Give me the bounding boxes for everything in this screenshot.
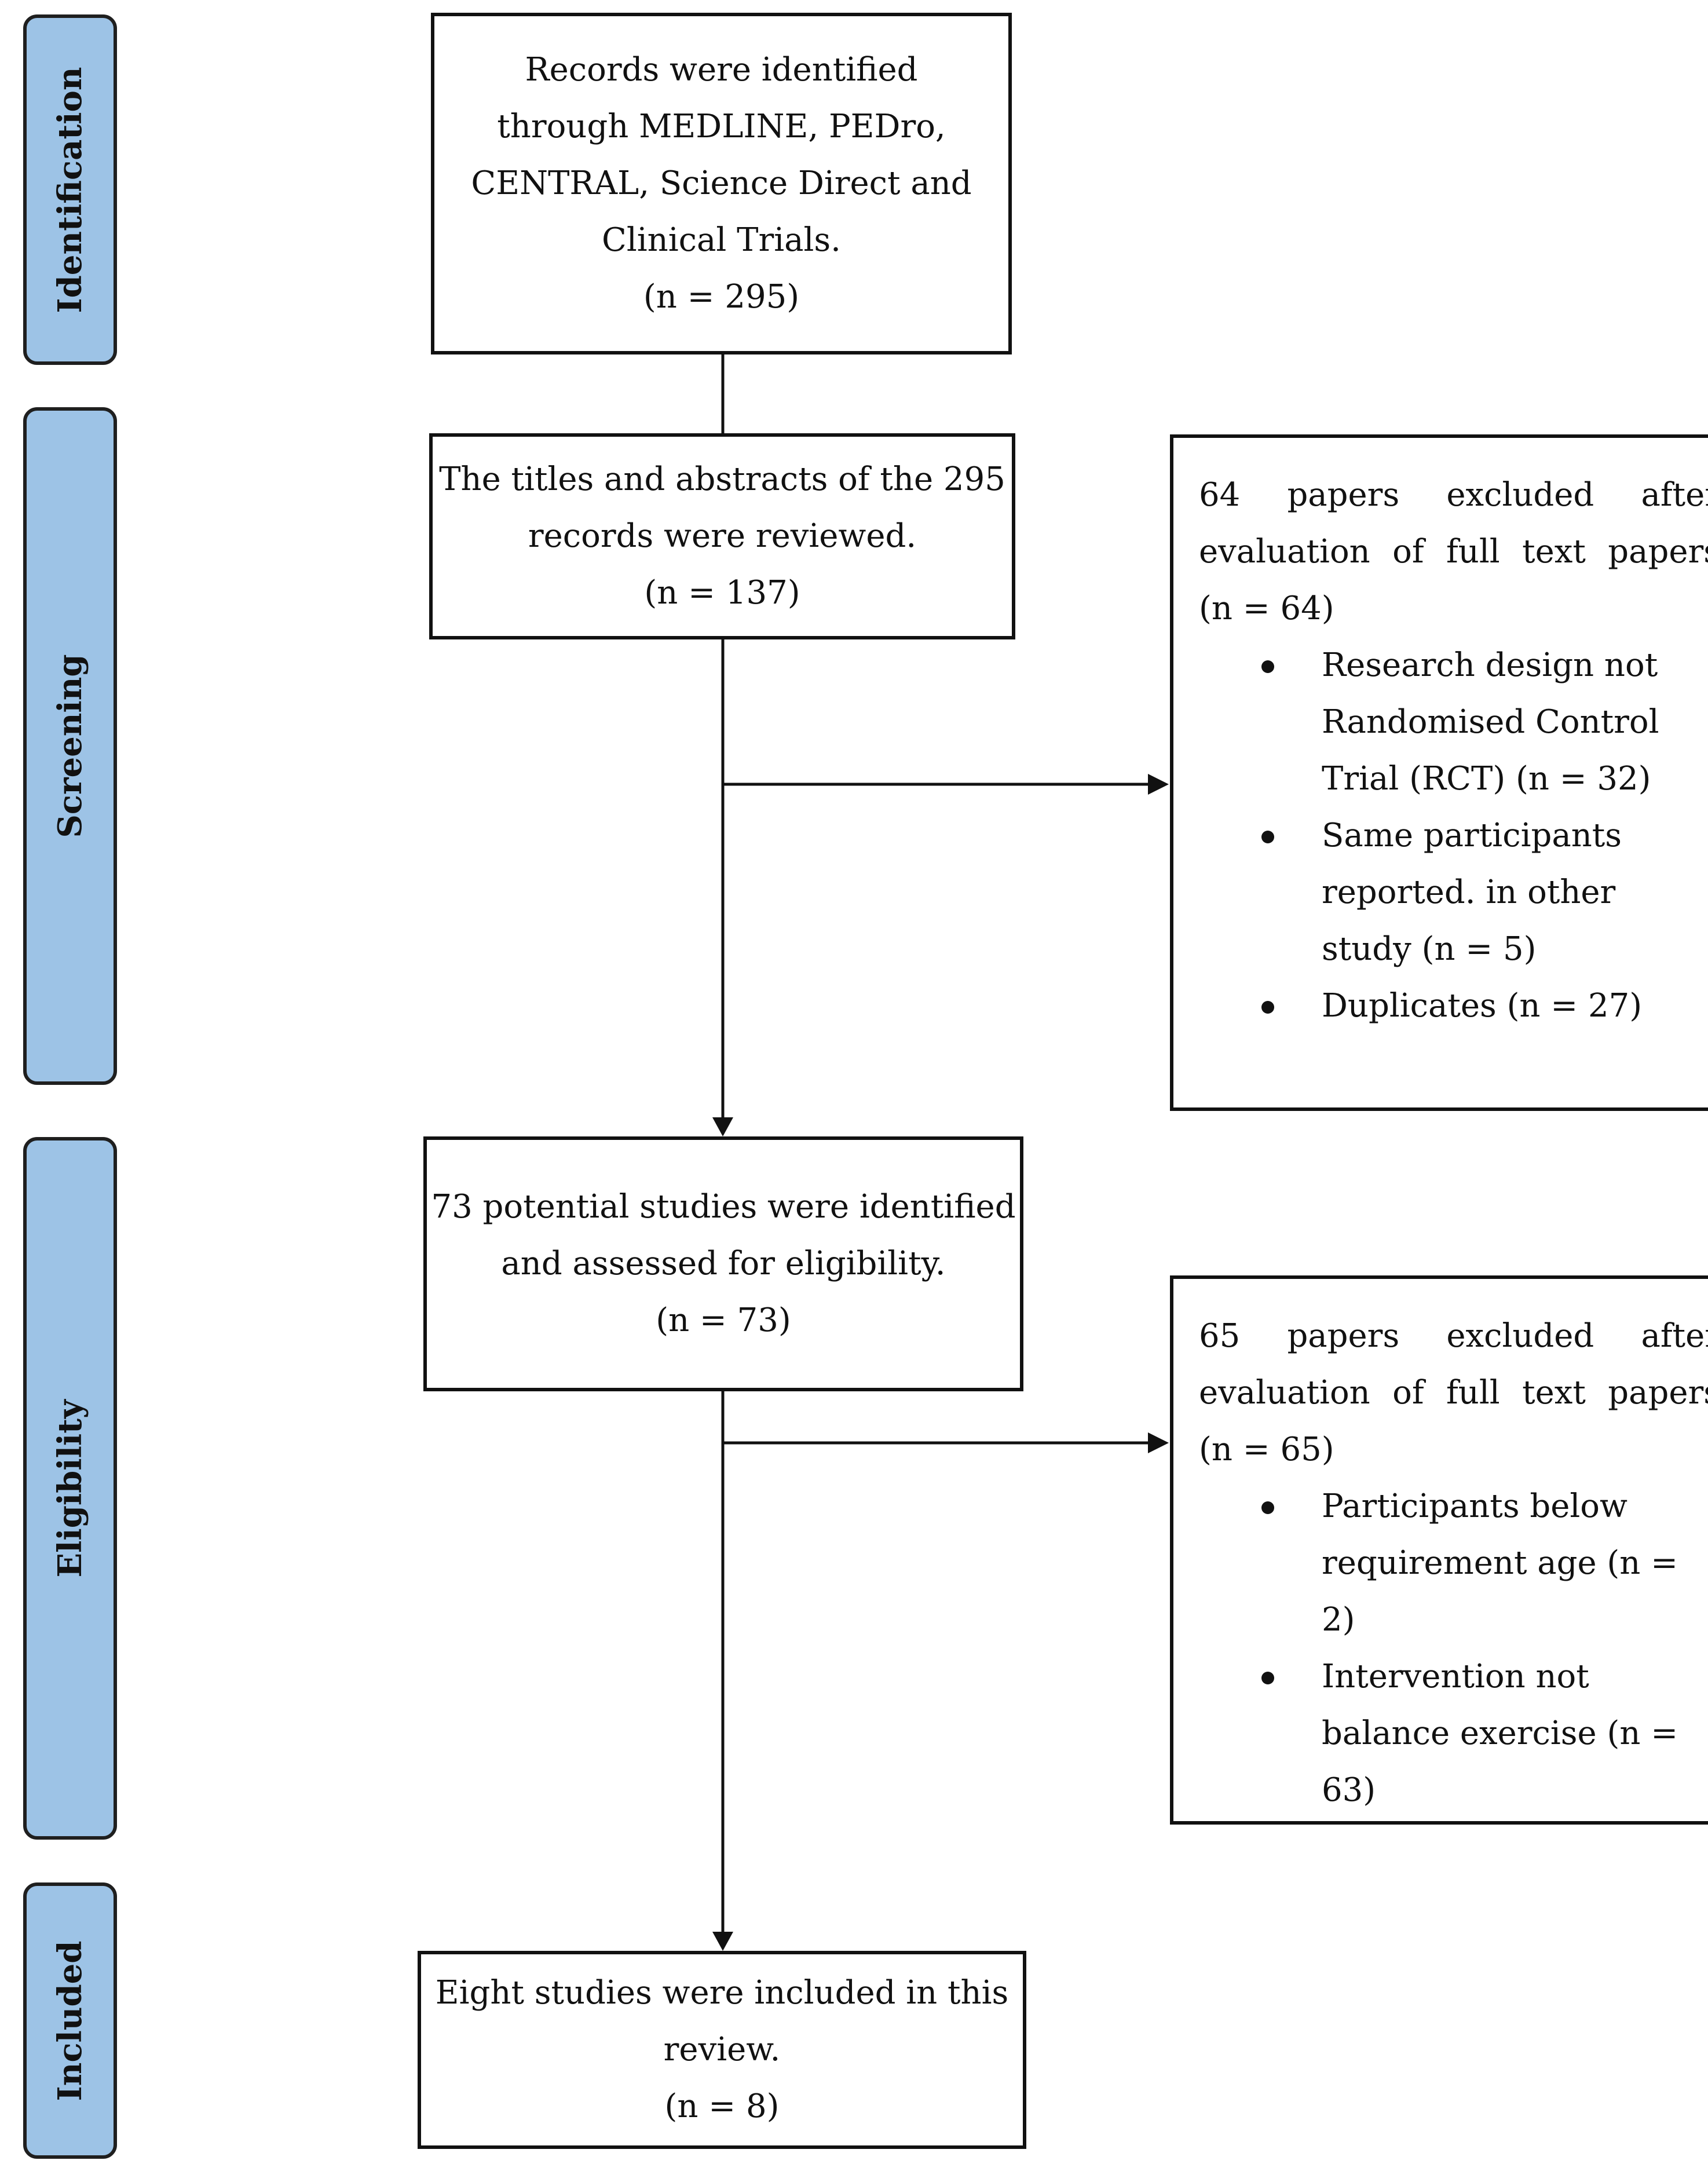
phase-screening: Screening <box>23 407 117 1085</box>
eligibility-count: (n = 73) <box>656 1302 791 1339</box>
identification-box: Records were identified through MEDLINE,… <box>431 13 1012 354</box>
reason-line: study (n = 5) <box>1322 930 1537 968</box>
included-box: Eight studies were included in this revi… <box>418 1951 1026 2149</box>
screening-exclusion-count: (n = 64) <box>1199 590 1334 627</box>
exclusion-reason: Research design not Randomised Control T… <box>1199 637 1708 807</box>
identification-line-4: Clinical Trials. <box>602 221 841 259</box>
phase-included: Included <box>23 1882 117 2159</box>
included-line-1: Eight studies were included in this <box>435 1974 1009 2012</box>
reason-line: Randomised Control <box>1322 703 1659 741</box>
screening-exclusion-reasons: Research design not Randomised Control T… <box>1199 637 1708 1035</box>
exclusion-reason: Same participants reported. in other stu… <box>1199 807 1708 978</box>
screening-line-1: The titles and abstracts of the 295 <box>439 460 1005 498</box>
screening-count: (n = 137) <box>644 574 800 612</box>
reason-line: 63) <box>1322 1771 1376 1809</box>
arrowhead-screening-exclusion <box>1148 774 1169 795</box>
arrowhead-screening-to-eligibility <box>712 1117 733 1136</box>
screening-exclusion-head-1: 64 papers excluded after <box>1199 476 1708 514</box>
bullet-icon <box>1261 660 1274 673</box>
reason-line: Participants below <box>1322 1487 1627 1525</box>
arrowhead-eligibility-exclusion <box>1148 1432 1169 1453</box>
bullet-icon <box>1261 1501 1274 1514</box>
identification-count: (n = 295) <box>643 278 800 316</box>
eligibility-line-2: and assessed for eligibility. <box>501 1245 946 1282</box>
eligibility-exclusion-box: 65 papers excluded after evaluation of f… <box>1170 1275 1708 1825</box>
reason-line: Duplicates (n = 27) <box>1322 987 1643 1025</box>
exclusion-reason: Participants below requirement age (n = … <box>1199 1478 1708 1648</box>
reason-line: Intervention not <box>1322 1658 1589 1695</box>
screening-box: The titles and abstracts of the 295 reco… <box>429 433 1015 639</box>
eligibility-exclusion-head-2: evaluation of full text papers <box>1199 1374 1708 1412</box>
screening-exclusion-header: 64 papers excluded after evaluation of f… <box>1199 467 1708 637</box>
screening-line-2: records were reviewed. <box>528 517 917 555</box>
eligibility-exclusion-head-1: 65 papers excluded after <box>1199 1317 1708 1355</box>
arrowhead-eligibility-to-included <box>712 1932 733 1951</box>
phase-eligibility: Eligibility <box>23 1137 117 1840</box>
identification-line-1: Records were identified <box>525 51 918 89</box>
reason-line: 2) <box>1322 1601 1355 1639</box>
reason-line: Trial (RCT) (n = 32) <box>1322 760 1651 798</box>
eligibility-exclusion-count: (n = 65) <box>1199 1431 1334 1468</box>
bullet-icon <box>1261 1672 1274 1684</box>
exclusion-reason: Intervention not balance exercise (n = 6… <box>1199 1648 1708 1819</box>
phase-identification: Identification <box>23 14 117 365</box>
bullet-icon <box>1261 831 1274 843</box>
screening-exclusion-box: 64 papers excluded after evaluation of f… <box>1170 434 1708 1111</box>
bullet-icon <box>1261 1001 1274 1014</box>
eligibility-exclusion-header: 65 papers excluded after evaluation of f… <box>1199 1308 1708 1478</box>
reason-line: reported. in other <box>1322 873 1616 911</box>
identification-line-2: through MEDLINE, PEDro, <box>497 108 946 145</box>
eligibility-box: 73 potential studies were identified and… <box>423 1136 1023 1391</box>
reason-line: Same participants <box>1322 817 1622 854</box>
included-count: (n = 8) <box>664 2088 780 2125</box>
eligibility-line-1: 73 potential studies were identified <box>431 1188 1016 1226</box>
reason-line: Research design not <box>1322 646 1658 684</box>
exclusion-reason: Duplicates (n = 27) <box>1199 978 1708 1035</box>
included-line-2: review. <box>663 2031 781 2068</box>
screening-exclusion-head-2: evaluation of full text papers <box>1199 533 1708 571</box>
eligibility-exclusion-reasons: Participants below requirement age (n = … <box>1199 1478 1708 1819</box>
reason-line: balance exercise (n = <box>1322 1715 1678 1752</box>
reason-line: requirement age (n = <box>1322 1544 1678 1582</box>
identification-line-3: CENTRAL, Science Direct and <box>471 165 972 202</box>
